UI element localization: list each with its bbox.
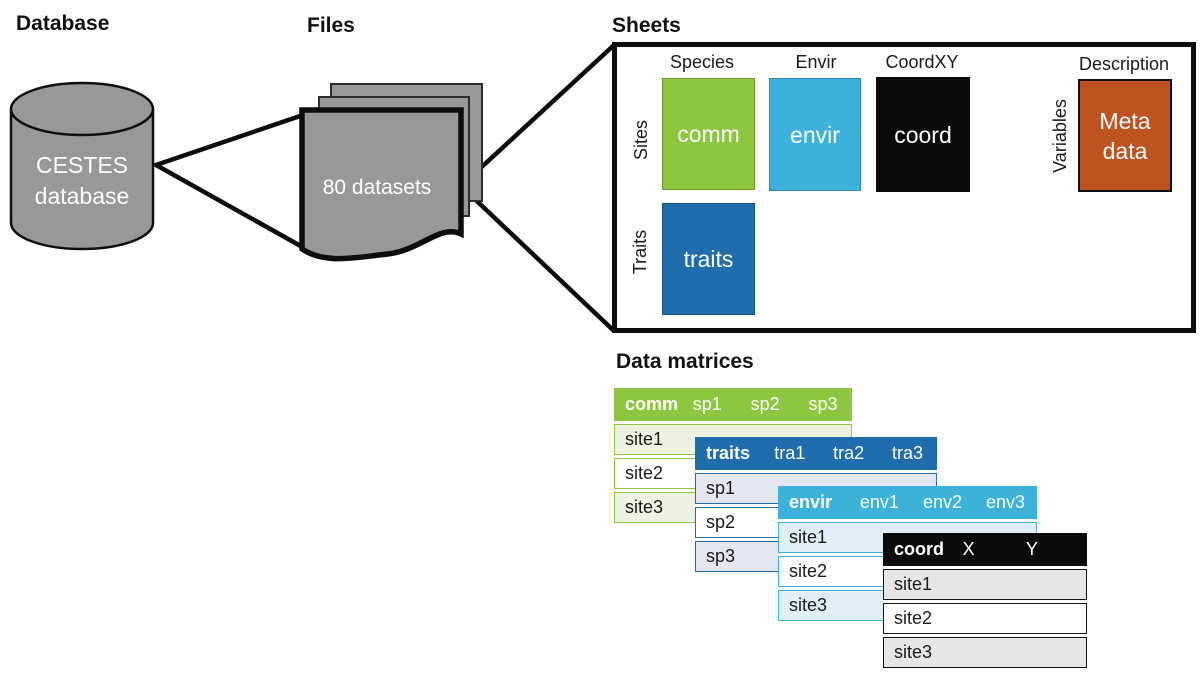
- matrix-col-header: X: [962, 539, 975, 559]
- matrix-col-header: tra2: [833, 443, 865, 463]
- matrix-name: envir: [789, 492, 833, 512]
- matrix-header: envir env1 env2 env3: [778, 486, 1037, 519]
- matrix-col-header: tra1: [774, 443, 806, 463]
- sheet-cell-comm: comm: [662, 78, 755, 190]
- sheet-col-header-coordxy: CoordXY: [885, 52, 959, 72]
- sheet-cell-metadata: Meta data: [1078, 79, 1172, 192]
- matrix-col-header: tra3: [892, 443, 924, 463]
- matrix-col-header: env3: [985, 492, 1026, 512]
- matrix-header: comm sp1 sp2 sp3: [614, 388, 852, 421]
- section-title-database: Database: [16, 12, 110, 35]
- section-title-sheets: Sheets: [612, 14, 681, 37]
- matrix-row: site2: [883, 603, 1087, 634]
- matrix-col-header: sp2: [750, 394, 780, 414]
- matrix-name: coord: [894, 539, 945, 559]
- line-database-to-file-top: [153, 111, 309, 168]
- cylinder-shape-icon: [9, 81, 155, 251]
- sheet-cell-coord: coord: [876, 77, 970, 192]
- file-front: 80 datasets: [298, 106, 466, 262]
- sheet-col-header-description: Description: [1078, 54, 1170, 74]
- matrix-row: site3: [883, 637, 1087, 668]
- document-shape-icon: [299, 107, 464, 262]
- line-database-to-file-bottom: [153, 162, 309, 252]
- sheet-col-header-envir: Envir: [795, 52, 837, 72]
- matrix-col-header: Y: [1025, 539, 1038, 559]
- matrix-name: traits: [706, 443, 751, 463]
- line-file-to-sheets-bottom: [458, 183, 616, 333]
- sheet-cell-traits: traits: [662, 203, 755, 315]
- side-label-sites: Sites: [631, 119, 651, 161]
- matrix-col-header: sp1: [692, 394, 722, 414]
- sheet-col-header-species: Species: [669, 52, 735, 72]
- side-label-traits: Traits: [630, 229, 650, 275]
- sheet-cell-envir: envir: [769, 78, 861, 191]
- file-label: 80 datasets: [322, 176, 432, 199]
- side-label-variables: Variables: [1050, 99, 1070, 173]
- section-title-data-matrices: Data matrices: [616, 350, 754, 373]
- matrix-table-coord: coord X Y site1 site2 site3: [883, 533, 1087, 668]
- section-title-files: Files: [307, 14, 355, 37]
- matrix-col-header: env1: [859, 492, 899, 512]
- matrix-header: coord X Y: [883, 533, 1087, 566]
- matrix-name: comm: [625, 394, 679, 414]
- matrix-header: traits tra1 tra2 tra3: [695, 437, 937, 470]
- cylinder-label: CESTES database: [34, 152, 130, 209]
- database-cylinder: CESTES database: [8, 81, 156, 251]
- matrix-col-header: sp3: [808, 394, 838, 414]
- line-file-to-sheets-top: [458, 43, 616, 189]
- matrix-row: site1: [883, 569, 1087, 600]
- matrix-col-header: env2: [922, 492, 962, 512]
